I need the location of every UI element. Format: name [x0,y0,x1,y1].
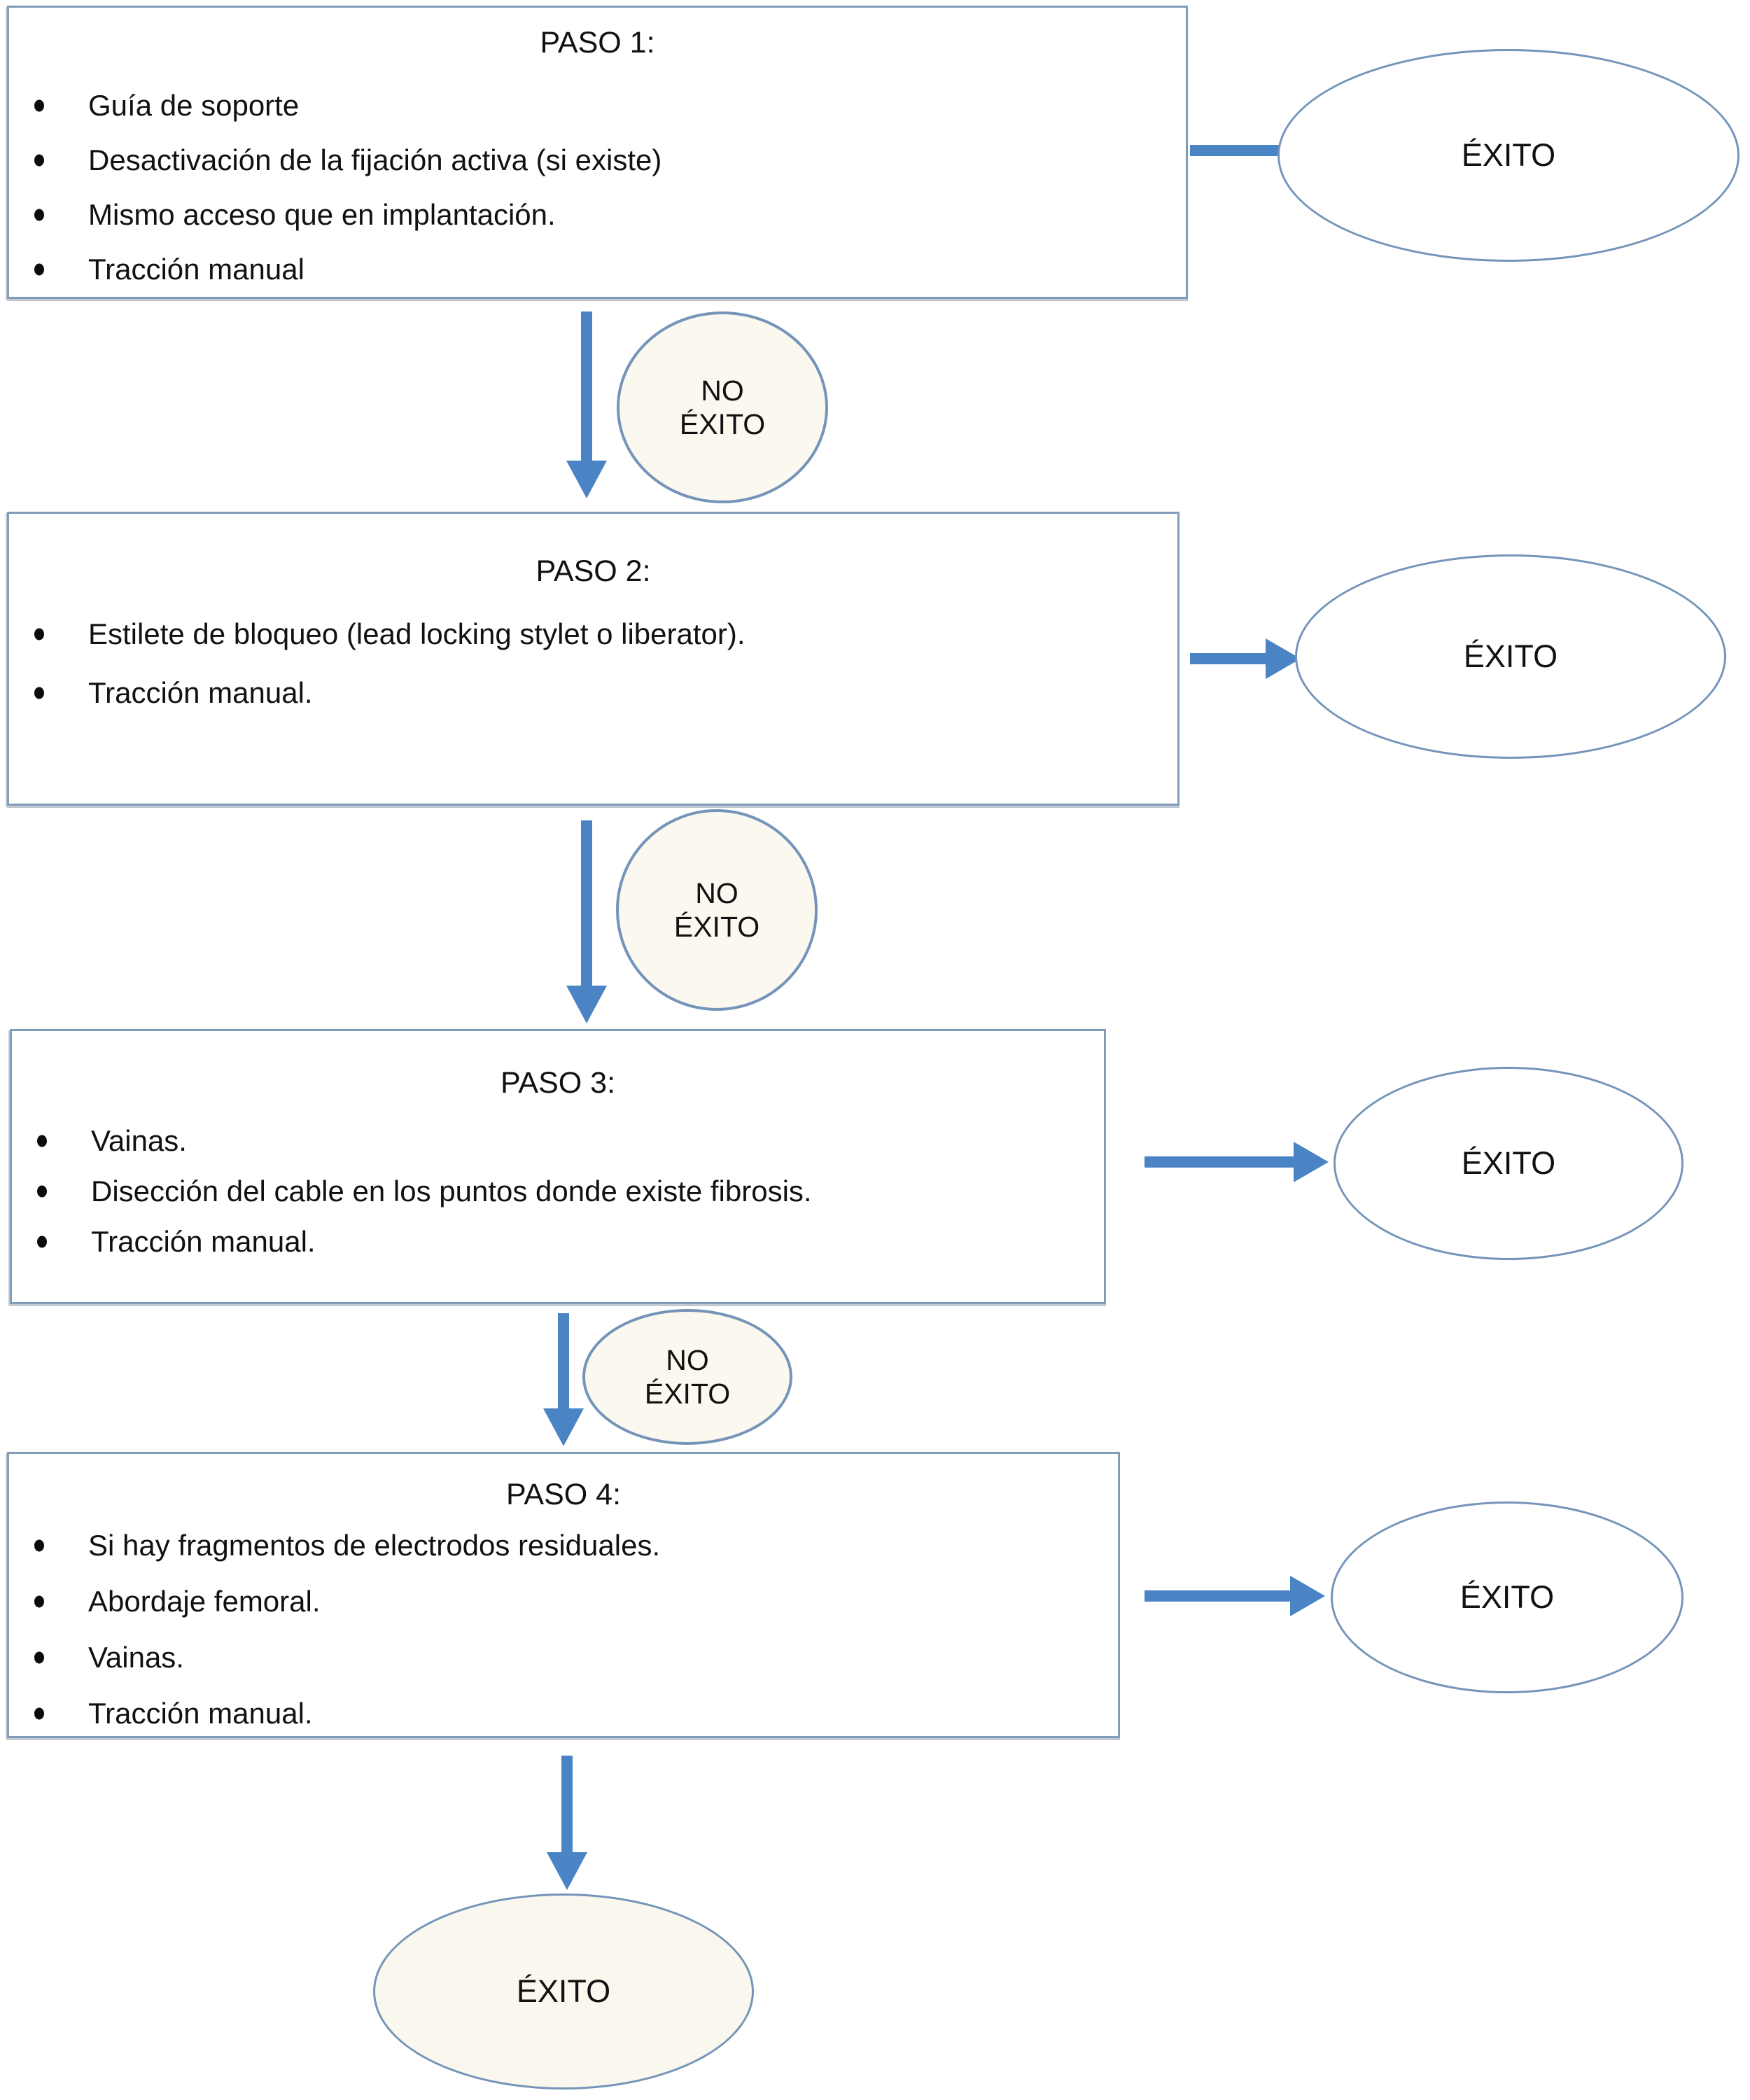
arrow-paso4-to-exito [1144,1575,1325,1617]
arrow-head-icon [566,461,607,498]
bullet-item: Tracción manual. [9,1686,1118,1742]
arrow-head-icon [543,1408,584,1446]
step-bullets-paso-4: Si hay fragmentos de electrodos residual… [9,1518,1118,1742]
bullet-dot [34,209,44,221]
bullet-dot [34,99,44,112]
bullet-text: Abordaje femoral. [88,1585,321,1618]
bullet-item: Vainas. [9,1630,1118,1686]
no-exito-line1: NO [666,1343,709,1376]
step-title-paso-2: PASO 2: [536,554,651,588]
step-title-paso-1: PASO 1: [540,26,655,59]
bullet-dot [34,1595,44,1608]
bullet-dot [34,263,44,276]
arrow-head-icon [1294,1142,1329,1182]
exito-ellipse-paso-4: ÉXITO [1331,1502,1684,1693]
arrow-shaft [558,1313,569,1410]
bullet-item: Mismo acceso que en implantación. [9,188,1186,242]
bullet-text: Desactivación de la fijación activa (si … [88,144,662,176]
step-title-paso-3: PASO 3: [500,1066,616,1100]
step-bullets-paso-3: Vainas. Disección del cable en los punto… [12,1116,1104,1267]
exito-label: ÉXITO [1461,137,1556,174]
step-bullets-paso-1: Guía de soporte Desactivación de la fija… [9,78,1186,297]
arrow-shaft [1190,653,1267,664]
bullet-item: Abordaje femoral. [9,1574,1118,1630]
bullet-item: Estilete de bloqueo (lead locking stylet… [9,605,1177,664]
bullet-item: Vainas. [12,1116,1104,1166]
exito-ellipse-paso-2: ÉXITO [1295,554,1726,759]
exito-label: ÉXITO [1461,1145,1556,1182]
bullet-text: Mismo acceso que en implantación. [88,198,556,231]
step-box-paso-4: PASO 4: Si hay fragmentos de electrodos … [7,1452,1120,1738]
step-box-paso-3: PASO 3: Vainas. Disección del cable en l… [10,1029,1106,1304]
arrow-paso2-to-exito [1190,638,1301,680]
arrow-shaft [1144,1156,1295,1168]
bullet-text: Guía de soporte [88,89,300,122]
arrow-head-icon [1266,638,1301,679]
bullet-dot [37,1236,47,1248]
no-exito-line1: NO [701,374,744,407]
bullet-item: Tracción manual [9,242,1186,297]
arrow-shaft [581,312,592,462]
bullet-item: Desactivación de la fijación activa (si … [9,133,1186,188]
exito-label: ÉXITO [1460,1579,1555,1616]
arrow-head-icon [1290,1576,1325,1616]
arrow-paso2-to-paso3 [566,820,608,1023]
bullet-text: Tracción manual. [91,1225,316,1258]
bullet-text: Estilete de bloqueo (lead locking stylet… [88,617,746,650]
arrow-paso3-to-paso4 [542,1313,584,1446]
exito-ellipse-paso-1: ÉXITO [1278,49,1740,262]
no-exito-line2: ÉXITO [679,408,766,440]
final-exito-ellipse: ÉXITO [373,1893,754,2090]
bullet-item: Tracción manual. [12,1217,1104,1267]
bullet-text: Vainas. [91,1124,187,1157]
bullet-item: Disección del cable en los puntos donde … [12,1166,1104,1217]
step-title-paso-4: PASO 4: [505,1478,622,1511]
arrow-head-icon [566,986,607,1023]
arrow-shaft [1144,1590,1292,1602]
bullet-dot [34,628,44,640]
bullet-dot [34,1651,44,1664]
bullet-item: Si hay fragmentos de electrodos residual… [9,1518,1118,1574]
bullet-dot [37,1185,47,1198]
bullet-text: Disección del cable en los puntos donde … [91,1175,812,1208]
arrow-head-icon [547,1852,587,1890]
exito-label: ÉXITO [1463,638,1558,675]
step-box-paso-2: PASO 2: Estilete de bloqueo (lead lockin… [7,512,1180,806]
bullet-text: Si hay fragmentos de electrodos residual… [88,1529,661,1562]
bullet-text: Tracción manual. [88,676,313,709]
bullet-dot [37,1135,47,1147]
bullet-dot [34,687,44,699]
exito-ellipse-paso-3: ÉXITO [1334,1067,1684,1260]
arrow-paso4-to-final-exito [546,1756,588,1890]
bullet-item: Tracción manual. [9,664,1177,722]
bullet-dot [34,154,44,167]
bullet-dot [34,1539,44,1552]
final-exito-label: ÉXITO [516,1973,611,2010]
bullet-text: Tracción manual. [88,1697,313,1730]
arrow-shaft [561,1756,573,1854]
bullet-item: Guía de soporte [9,78,1186,133]
arrow-paso3-to-exito [1144,1141,1329,1183]
bullet-dot [34,1707,44,1720]
arrow-shaft [1190,145,1289,156]
no-exito-line1: NO [695,876,738,909]
bullet-text: Tracción manual [88,253,304,286]
arrow-paso1-to-paso2 [566,312,608,498]
no-exito-line2: ÉXITO [644,1378,731,1410]
step-bullets-paso-2: Estilete de bloqueo (lead locking stylet… [9,605,1177,722]
step-box-paso-1: PASO 1: Guía de soporte Desactivación de… [7,6,1188,299]
arrow-shaft [581,820,592,987]
bullet-text: Vainas. [88,1641,184,1674]
no-exito-line2: ÉXITO [673,911,760,943]
